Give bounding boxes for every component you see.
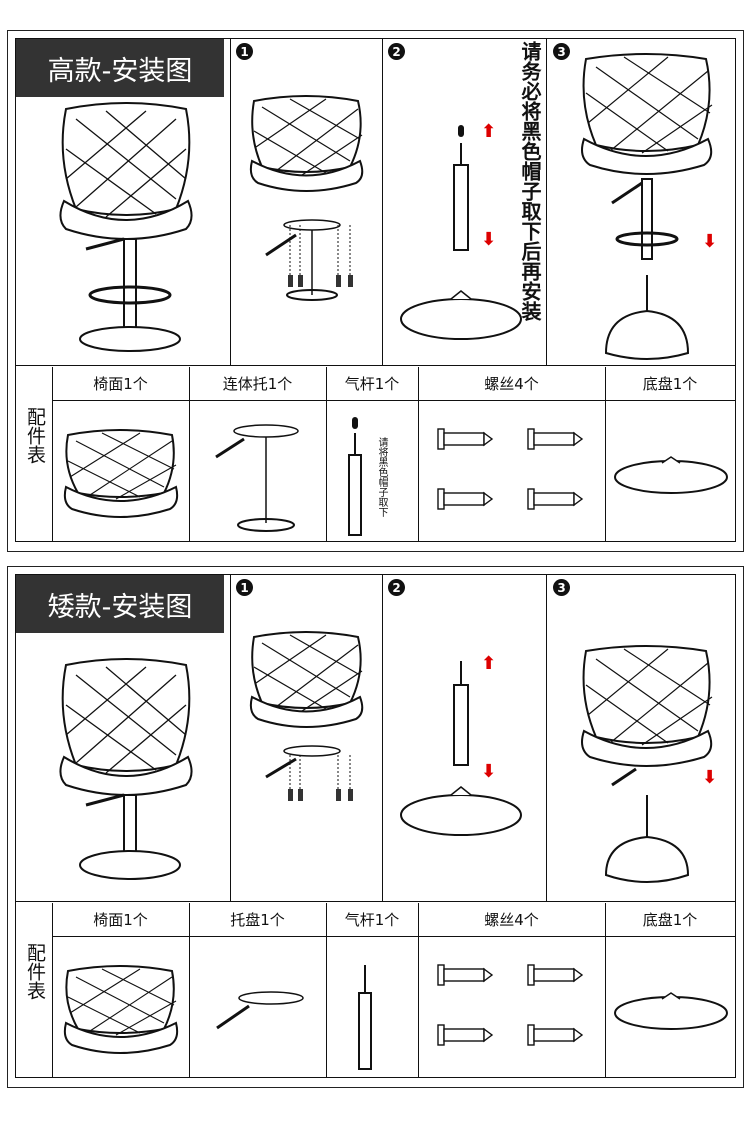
high-divider	[16, 365, 735, 366]
arrow-up-icon: ⬆	[481, 653, 496, 674]
high-cap-note: 请将黑色帽子取下	[376, 437, 387, 517]
high-part-base-image	[612, 445, 730, 495]
arrow-down-icon: ⬇	[702, 767, 717, 788]
arrow-up-icon: ⬆	[481, 121, 496, 142]
high-install-section: 高款-安装图 1 2 3 请务必将黑色帽子取下后再安装	[7, 30, 744, 552]
high-part-base-header: 底盘1个	[605, 367, 735, 400]
arrow-down-icon: ⬇	[481, 229, 496, 250]
low-step2-drawing	[396, 655, 526, 885]
high-step1-badge: 1	[236, 43, 253, 60]
high-part-rod-image	[346, 415, 376, 539]
low-install-section: 矮款-安装图 1 2 3	[7, 566, 744, 1088]
high-step2-badge: 2	[388, 43, 405, 60]
high-part-rod-header: 气杆1个	[326, 367, 418, 400]
low-divider	[16, 901, 735, 902]
low-part-screw-header: 螺丝4个	[418, 903, 605, 936]
low-overview-chair	[46, 655, 206, 885]
low-part-seat-header: 椅面1个	[52, 903, 189, 936]
low-part-rod-image	[356, 963, 386, 1073]
low-parts-table: 配件表 椅面1个 托盘1个 气杆1个 螺丝4个 底盘1个	[16, 903, 735, 1077]
high-part-tray-image	[196, 413, 321, 538]
high-step2-drawing	[396, 119, 526, 349]
high-part-screw-header: 螺丝4个	[418, 367, 605, 400]
low-install-frame: 矮款-安装图 1 2 3	[15, 574, 736, 1078]
low-part-rod-header: 气杆1个	[326, 903, 418, 936]
high-step3-drawing	[576, 53, 726, 363]
low-step1-drawing	[246, 631, 376, 811]
low-step1-badge: 1	[236, 579, 253, 596]
high-step1-drawing	[246, 95, 376, 305]
high-parts-label: 配件表	[23, 407, 47, 464]
arrow-down-icon: ⬇	[481, 761, 496, 782]
low-part-tray-image	[201, 988, 321, 1038]
high-part-seat-header: 椅面1个	[52, 367, 189, 400]
low-part-seat-image	[62, 965, 180, 1065]
high-overview-chair	[46, 99, 206, 361]
low-part-base-header: 底盘1个	[605, 903, 735, 936]
high-parts-table: 配件表 椅面1个 连体托1个 气杆1个 螺丝4个 底盘1个	[16, 367, 735, 541]
high-part-tray-header: 连体托1个	[189, 367, 326, 400]
high-part-seat-image	[62, 429, 180, 529]
low-part-screws-image	[434, 963, 594, 1073]
high-step3-badge: 3	[553, 43, 570, 60]
high-install-frame: 高款-安装图 1 2 3 请务必将黑色帽子取下后再安装	[15, 38, 736, 542]
low-part-tray-header: 托盘1个	[189, 903, 326, 936]
high-part-screws-image	[434, 427, 594, 537]
low-step2-badge: 2	[388, 579, 405, 596]
low-part-base-image	[612, 981, 730, 1031]
arrow-down-icon: ⬇	[702, 231, 717, 252]
low-parts-label: 配件表	[23, 943, 47, 1000]
low-step3-badge: 3	[553, 579, 570, 596]
